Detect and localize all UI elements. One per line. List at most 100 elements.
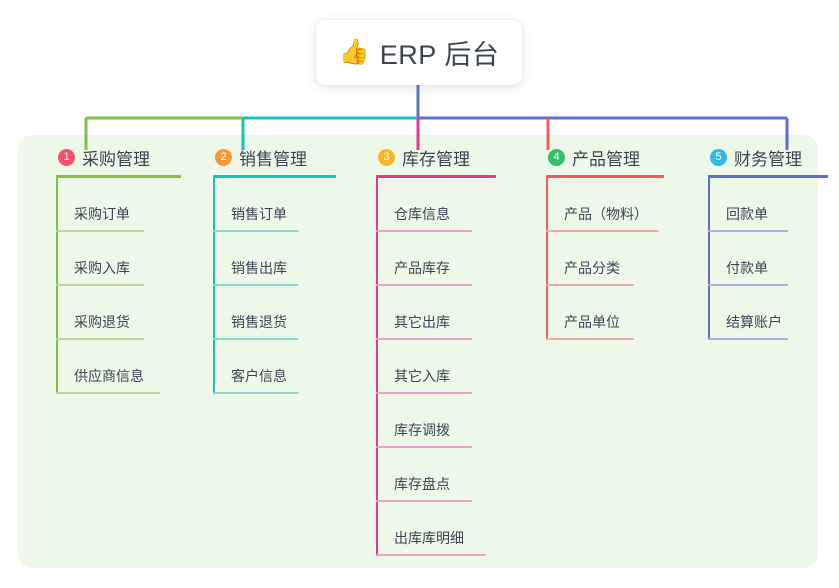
list-item[interactable]: 产品分类 bbox=[528, 232, 678, 286]
list-item-rule bbox=[546, 230, 659, 232]
list-item-rule bbox=[56, 230, 144, 232]
column-spine bbox=[56, 178, 58, 394]
column-number-badge: 3 bbox=[378, 148, 395, 166]
list-item-rule bbox=[376, 392, 472, 394]
list-item-label: 产品（物料） bbox=[564, 206, 648, 222]
column-items: 仓库信息产品库存其它出库其它入库库存调拨库存盘点出库库明细 bbox=[358, 178, 518, 556]
list-item[interactable]: 付款单 bbox=[690, 232, 839, 286]
list-item[interactable]: 产品库存 bbox=[358, 232, 518, 286]
list-item-rule bbox=[213, 230, 299, 232]
list-item-rule bbox=[56, 338, 144, 340]
column-number-badge: 5 bbox=[710, 148, 727, 166]
list-item-rule bbox=[56, 284, 144, 286]
column-header-rule bbox=[546, 175, 664, 178]
column-header-rule bbox=[376, 175, 496, 178]
list-item[interactable]: 库存调拨 bbox=[358, 394, 518, 448]
column-4: 4 产品管理产品（物料） 产品分类产品单位 bbox=[528, 145, 678, 340]
list-item-label: 结算账户 bbox=[726, 314, 782, 330]
list-item-label: 出库库明细 bbox=[394, 530, 464, 546]
list-item-rule bbox=[376, 338, 472, 340]
list-item-rule bbox=[708, 230, 788, 232]
column-5: 5 财务管理回款单付款单结算账户 bbox=[690, 145, 839, 340]
list-item-label: 付款单 bbox=[726, 260, 768, 276]
list-item[interactable]: 出库库明细 bbox=[358, 502, 518, 556]
list-item-label: 客户信息 bbox=[231, 368, 287, 384]
column-title: 销售管理 bbox=[239, 149, 307, 169]
column-spine bbox=[376, 178, 378, 556]
thumbs-up-icon: 👍 bbox=[338, 38, 370, 66]
column-spine bbox=[708, 178, 710, 340]
column-items: 销售订单销售出库销售退货客户信息 bbox=[195, 178, 345, 394]
list-item-rule bbox=[708, 284, 788, 286]
list-item[interactable]: 采购订单 bbox=[38, 178, 188, 232]
column-3: 3 库存管理仓库信息产品库存其它出库其它入库库存调拨库存盘点出库库明细 bbox=[358, 145, 518, 556]
column-header-2[interactable]: 2 销售管理 bbox=[195, 145, 345, 169]
column-title: 财务管理 bbox=[734, 149, 802, 169]
column-spine bbox=[213, 178, 215, 394]
column-header-rule bbox=[56, 175, 181, 178]
list-item[interactable]: 回款单 bbox=[690, 178, 839, 232]
list-item-rule bbox=[376, 554, 486, 556]
column-title: 产品管理 bbox=[572, 149, 640, 169]
column-items: 回款单付款单结算账户 bbox=[690, 178, 839, 340]
page-title: ERP 后台 bbox=[379, 40, 500, 70]
column-header-1[interactable]: 1 采购管理 bbox=[38, 145, 188, 169]
list-item-rule bbox=[376, 230, 472, 232]
list-item-label: 销售出库 bbox=[231, 260, 287, 276]
list-item[interactable]: 仓库信息 bbox=[358, 178, 518, 232]
list-item-rule bbox=[213, 338, 299, 340]
list-item-label: 产品分类 bbox=[564, 260, 620, 276]
list-item-rule bbox=[213, 392, 299, 394]
column-1: 1 采购管理采购订单采购入库采购退货供应商信息 bbox=[38, 145, 188, 394]
list-item-label: 产品单位 bbox=[564, 314, 620, 330]
list-item-rule bbox=[546, 284, 634, 286]
list-item[interactable]: 销售退货 bbox=[195, 286, 345, 340]
list-item-rule bbox=[213, 284, 299, 286]
list-item-label: 供应商信息 bbox=[74, 368, 144, 384]
list-item[interactable]: 其它入库 bbox=[358, 340, 518, 394]
list-item-label: 其它入库 bbox=[394, 368, 450, 384]
column-items: 采购订单采购入库采购退货供应商信息 bbox=[38, 178, 188, 394]
root-title-card[interactable]: 👍 ERP 后台 bbox=[316, 20, 522, 85]
list-item-label: 采购订单 bbox=[74, 206, 130, 222]
list-item-label: 仓库信息 bbox=[394, 206, 450, 222]
list-item-label: 回款单 bbox=[726, 206, 768, 222]
list-item[interactable]: 库存盘点 bbox=[358, 448, 518, 502]
list-item-label: 销售退货 bbox=[231, 314, 287, 330]
list-item-rule bbox=[546, 338, 634, 340]
list-item[interactable]: 采购入库 bbox=[38, 232, 188, 286]
list-item-rule bbox=[708, 338, 788, 340]
column-2: 2 销售管理销售订单销售出库销售退货客户信息 bbox=[195, 145, 345, 394]
list-item[interactable]: 销售出库 bbox=[195, 232, 345, 286]
list-item[interactable]: 结算账户 bbox=[690, 286, 839, 340]
column-title: 采购管理 bbox=[82, 149, 150, 169]
column-header-rule bbox=[213, 175, 336, 178]
column-header-rule bbox=[708, 175, 828, 178]
list-item[interactable]: 采购退货 bbox=[38, 286, 188, 340]
list-item-rule bbox=[376, 500, 472, 502]
list-item-rule bbox=[376, 284, 472, 286]
column-items: 产品（物料） 产品分类产品单位 bbox=[528, 178, 678, 340]
column-title: 库存管理 bbox=[402, 149, 470, 169]
list-item[interactable]: 客户信息 bbox=[195, 340, 345, 394]
list-item-rule bbox=[376, 446, 472, 448]
list-item-rule bbox=[56, 392, 160, 394]
list-item[interactable]: 产品单位 bbox=[528, 286, 678, 340]
column-header-4[interactable]: 4 产品管理 bbox=[528, 145, 678, 169]
column-number-badge: 4 bbox=[548, 148, 565, 166]
column-header-5[interactable]: 5 财务管理 bbox=[690, 145, 839, 169]
list-item-label: 销售订单 bbox=[231, 206, 287, 222]
column-number-badge: 2 bbox=[215, 148, 232, 166]
list-item-label: 其它出库 bbox=[394, 314, 450, 330]
list-item-label: 库存盘点 bbox=[394, 476, 450, 492]
column-number-badge: 1 bbox=[58, 148, 75, 166]
column-header-3[interactable]: 3 库存管理 bbox=[358, 145, 518, 169]
list-item[interactable]: 销售订单 bbox=[195, 178, 345, 232]
list-item-label: 采购退货 bbox=[74, 314, 130, 330]
list-item-label: 库存调拨 bbox=[394, 422, 450, 438]
list-item[interactable]: 产品（物料） bbox=[528, 178, 678, 232]
list-item-label: 产品库存 bbox=[394, 260, 450, 276]
list-item[interactable]: 供应商信息 bbox=[38, 340, 188, 394]
list-item[interactable]: 其它出库 bbox=[358, 286, 518, 340]
column-spine bbox=[546, 178, 548, 340]
